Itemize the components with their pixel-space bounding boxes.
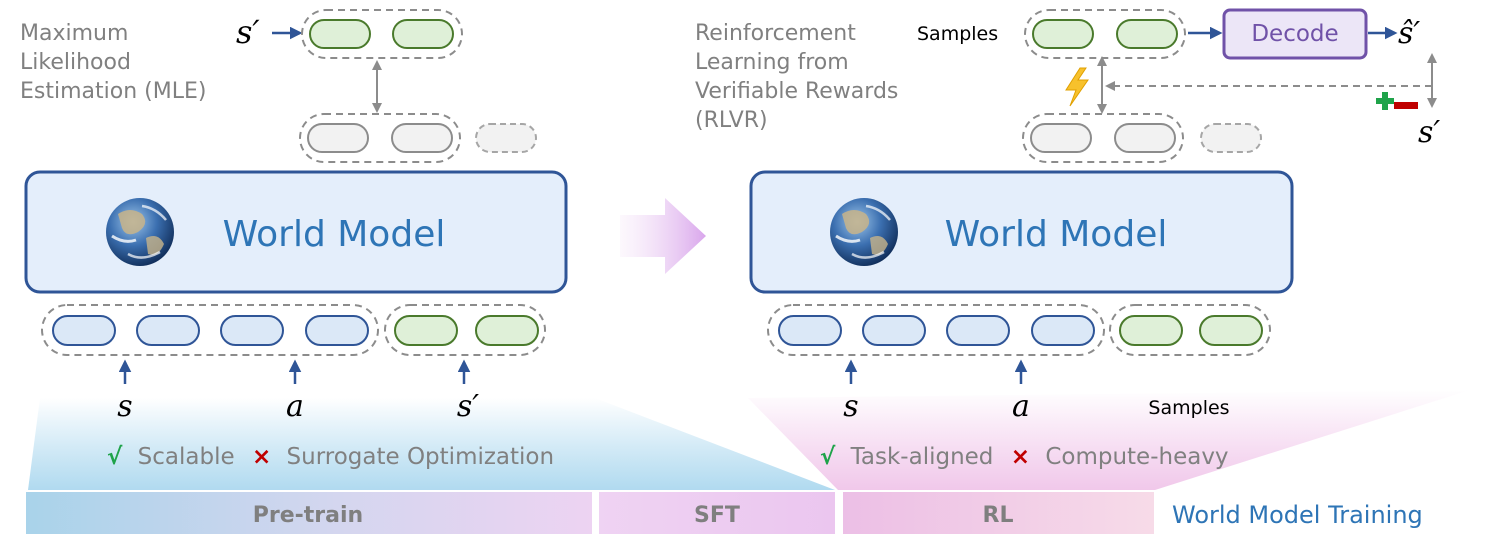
right-target-label: s′	[1418, 115, 1440, 150]
left-context-token	[136, 315, 200, 346]
left-context-token	[220, 315, 284, 346]
left-target-group	[301, 9, 463, 59]
right-panel: Reinforcement Learning from Verifiable R…	[695, 8, 1440, 470]
check-icon: √	[107, 444, 123, 470]
stage-rl-label: RL	[983, 503, 1014, 528]
left-context-token	[305, 315, 369, 346]
left-target-label: s′	[236, 13, 260, 51]
right-context-token	[946, 315, 1010, 346]
earth-icon	[106, 198, 174, 266]
rl-fan	[748, 390, 1470, 490]
stage-sft	[599, 492, 835, 534]
left-predicted-token	[391, 123, 453, 153]
right-samples-bottom-label: Samples	[1148, 397, 1229, 419]
stage-bar: Pre-train SFT RL World Model Training	[26, 492, 1423, 534]
left-input-label-a: a	[286, 389, 304, 424]
left-next-state-group	[384, 304, 546, 356]
right-sample-token	[1032, 19, 1094, 49]
right-context-token	[778, 315, 842, 346]
rlvr-objective-line-4: (RLVR)	[695, 108, 768, 133]
left-pros: Scalable	[138, 444, 235, 470]
decode-label: Decode	[1251, 21, 1338, 47]
left-target-token	[392, 19, 454, 49]
left-next-state-token	[394, 315, 458, 346]
right-sampled-state-group	[1109, 304, 1271, 356]
right-context-token	[862, 315, 926, 346]
left-input-label-s: s	[117, 389, 132, 424]
stage-sft-label: SFT	[694, 503, 740, 528]
left-world-model-title: World Model	[223, 214, 446, 255]
mle-objective-line-2: Likelihood	[20, 50, 131, 75]
left-world-model-box	[24, 170, 568, 294]
stage-pretrain-label: Pre-train	[253, 503, 363, 528]
right-cons: Compute-heavy	[1045, 444, 1228, 470]
left-predicted-token	[307, 123, 369, 153]
left-target-token	[309, 19, 371, 49]
transition-arrow	[620, 198, 706, 274]
earth-icon	[830, 198, 898, 266]
plus-minus-icon	[1376, 92, 1418, 110]
left-cons: Surrogate Optimization	[287, 444, 555, 470]
right-predicted-token	[1114, 123, 1176, 153]
mle-objective-line-3: Estimation (MLE)	[20, 79, 206, 104]
left-panel: Maximum Likelihood Estimation (MLE) s′ W…	[20, 9, 568, 470]
mle-objective-line-1: Maximum	[20, 21, 128, 46]
rlvr-objective-line-1: Reinforcement	[695, 21, 856, 46]
right-predicted-token-next	[1200, 123, 1262, 153]
rlvr-objective-line-3: Verifiable Rewards	[695, 79, 898, 104]
lightning-icon	[1065, 67, 1089, 107]
stage-rl	[843, 492, 1154, 534]
right-predicted-group	[1022, 113, 1184, 163]
right-context-group	[767, 304, 1105, 356]
left-tradeoffs: √ Scalable × Surrogate Optimization	[107, 444, 554, 470]
cross-icon: ×	[1011, 444, 1030, 470]
right-pros: Task-aligned	[850, 444, 994, 470]
left-input-label-sprime: s′	[457, 389, 479, 424]
left-predicted-token-next	[475, 123, 537, 153]
right-context-token	[1031, 315, 1095, 346]
right-samples-top-label: Samples	[917, 23, 998, 45]
left-next-state-token	[475, 315, 539, 346]
stages-caption: World Model Training	[1172, 501, 1423, 529]
right-predicted-token	[1030, 123, 1092, 153]
pretrain-fan	[28, 398, 835, 490]
right-tradeoffs: √ Task-aligned × Compute-heavy	[820, 444, 1229, 470]
right-sampled-state-token	[1199, 315, 1263, 346]
decoded-state-label: ŝ′	[1398, 16, 1420, 51]
left-context-group	[41, 304, 379, 356]
right-world-model-box	[749, 170, 1294, 294]
right-input-label-a: a	[1012, 389, 1030, 424]
stage-pretrain	[26, 492, 592, 534]
right-world-model-title: World Model	[945, 214, 1168, 255]
rlvr-objective-line-2: Learning from	[695, 50, 849, 75]
left-context-token	[52, 315, 116, 346]
right-input-label-s: s	[843, 389, 858, 424]
right-sample-token	[1116, 19, 1178, 49]
check-icon: √	[820, 444, 836, 470]
right-sampled-state-token	[1119, 315, 1183, 346]
decode-box	[1222, 8, 1368, 60]
cross-icon: ×	[252, 444, 271, 470]
left-predicted-group	[299, 113, 461, 163]
